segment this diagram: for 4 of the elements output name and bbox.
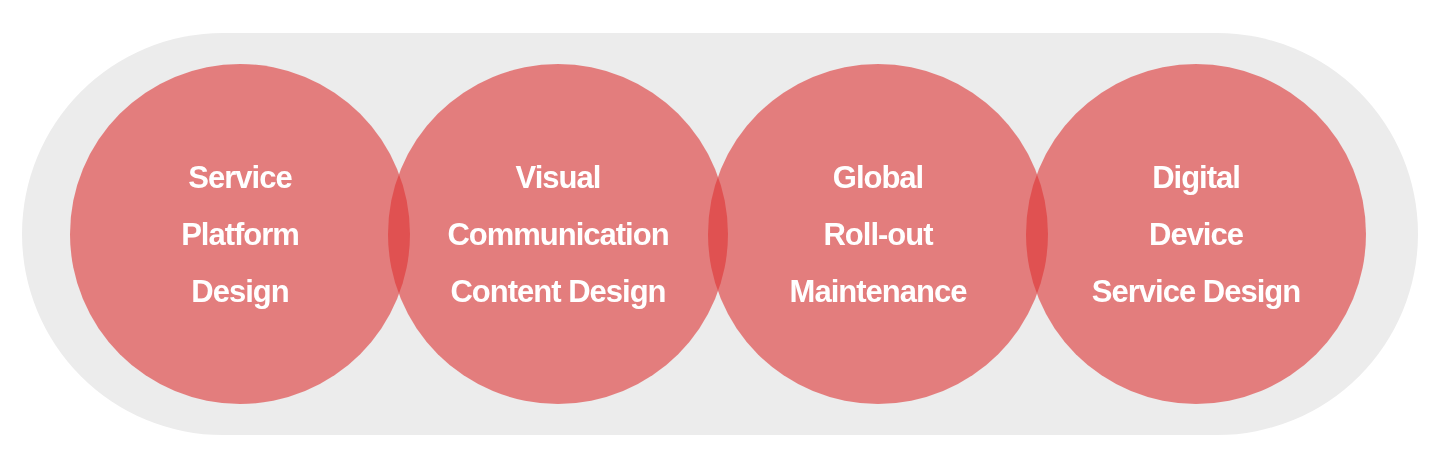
circle-label: Global Roll-out Maintenance: [789, 158, 967, 311]
circle-label: Service Platform Design: [181, 158, 299, 311]
circle-label: Digital Device Service Design: [1091, 158, 1301, 311]
circle-label: Visual Communication Content Design: [447, 158, 669, 311]
